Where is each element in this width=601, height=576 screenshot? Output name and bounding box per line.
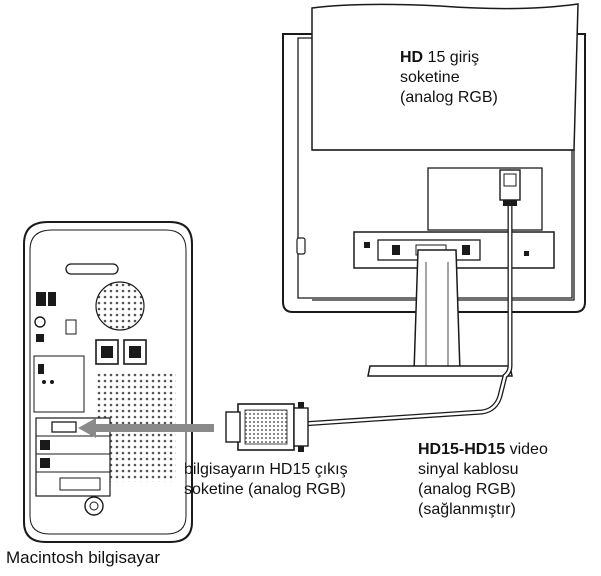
monitor-stand-base [367,365,513,377]
macintosh-computer-rear [23,221,193,543]
monitor-connector-panel [427,167,543,231]
computer-name-label: Macintosh bilgisayar [6,548,161,567]
monitor-input-bold: HD [400,49,424,66]
monitor-stand-neck [413,249,461,373]
cable-bold: HD15-HD15 [418,441,506,458]
monitor-input-label: HD 15 giriş [400,48,479,67]
computer-hd15-plug [225,402,309,452]
monitor-input-line1: 15 giriş [427,49,480,66]
connection-arrow [78,418,214,438]
cable-label-line3: (analog RGB) [418,481,516,498]
fan-grille [95,281,145,331]
monitor-input-line3: (analog RGB) [400,89,498,106]
computer-output-line1: bilgisayarın HD15 çıkış [184,461,348,478]
cable-label-line1: HD15-HD15 video [418,440,548,459]
computer-hd15-port [51,421,77,433]
monitor-back-panel [311,3,579,151]
monitor-input-line2: soketine [400,69,460,86]
cable-label-line2: sinyal kablosu [418,461,519,478]
cable-line1-rest: video [509,441,548,458]
cable-label-line4: (sağlanmıştır) [418,501,516,518]
computer-output-line2: soketine (analog RGB) [184,481,346,498]
monitor-rear [282,3,586,377]
